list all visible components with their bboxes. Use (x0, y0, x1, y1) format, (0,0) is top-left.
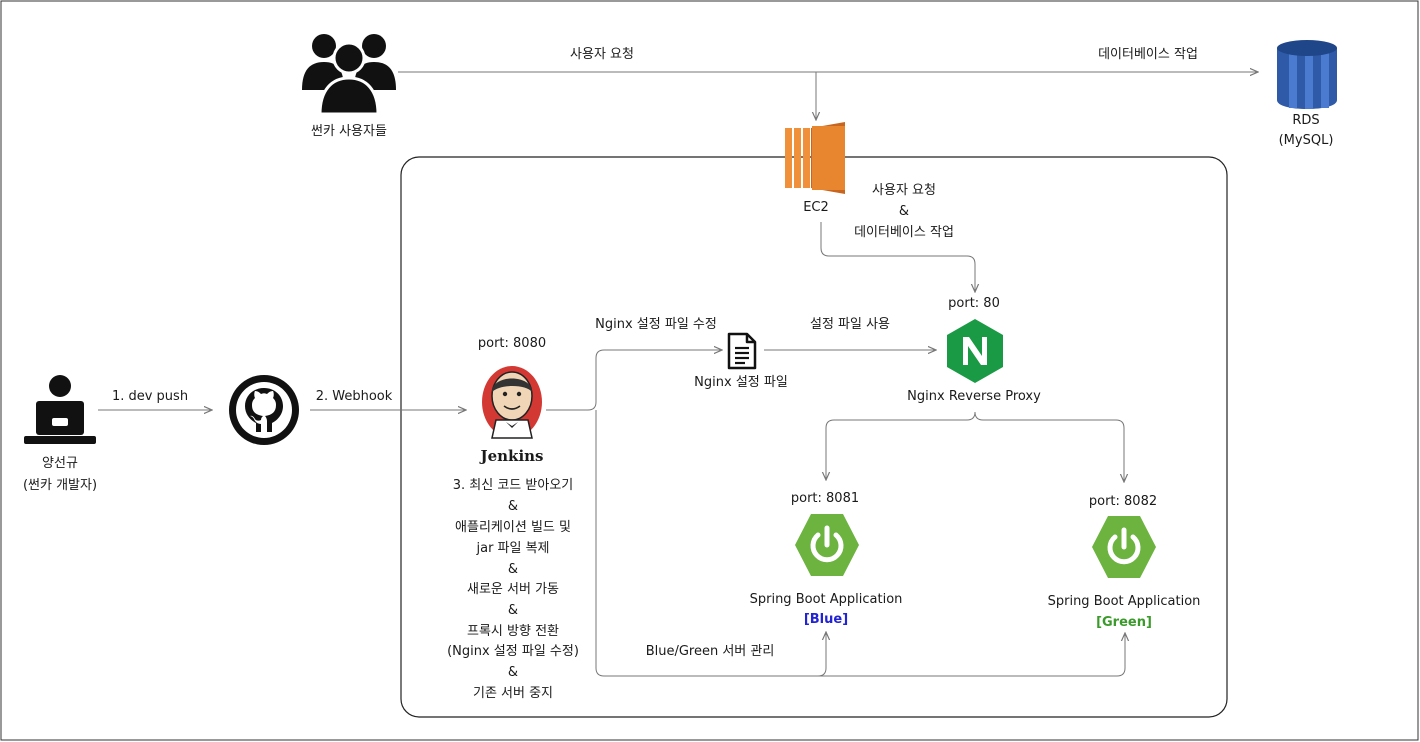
spring-blue-label: Spring Boot Application (749, 592, 903, 607)
jenkins-step-9: (Nginx 설정 파일 수정) (447, 644, 579, 659)
edge-label-dev-push: 1. dev push (111, 389, 189, 404)
jenkins-port: port: 8080 (477, 336, 547, 351)
spring-power-icon (795, 514, 859, 576)
spring-green-port: port: 8082 (1088, 494, 1158, 509)
spring-green-label: Spring Boot Application (1047, 594, 1201, 609)
edge-label-ec2-nginx-3: 데이터베이스 작업 (854, 225, 954, 240)
jenkins-name: Jenkins (480, 447, 544, 465)
jenkins-step-7: & (507, 603, 519, 618)
jenkins-step-3: 애플리케이션 빌드 및 (455, 520, 571, 535)
users-label: 썬카 사용자들 (311, 124, 387, 139)
spring-power-icon (1092, 516, 1156, 578)
edge-label-ec2-nginx-2: & (898, 204, 910, 219)
edge-label-db-work: 데이터베이스 작업 (1098, 47, 1198, 62)
nginx-icon (947, 319, 1003, 383)
ec2-label: EC2 (803, 200, 829, 215)
spring-blue-tag: [Blue] (803, 612, 849, 627)
developer-label-line1: 양선규 (42, 456, 78, 471)
developer-laptop-icon (24, 375, 96, 444)
jenkins-step-4: jar 파일 복제 (476, 541, 550, 556)
jenkins-step-8: 프록시 방향 전환 (467, 624, 559, 639)
edge-ec2-to-nginx (820, 222, 975, 292)
edge-label-user-request: 사용자 요청 (570, 47, 634, 62)
jenkins-icon (482, 366, 542, 439)
nginx-port: port: 80 (948, 296, 1000, 311)
github-icon (229, 375, 299, 445)
ec2-icon (785, 122, 845, 194)
jenkins-step-11: 기존 서버 중지 (472, 686, 554, 701)
spring-green-tag: [Green] (1096, 615, 1152, 630)
spring-blue-port: port: 8081 (790, 491, 860, 506)
jenkins-step-6: 새로운 서버 가동 (467, 582, 559, 597)
rds-label-line2: (MySQL) (1278, 133, 1334, 148)
jenkins-step-10: & (507, 665, 519, 680)
edge-label-blue-green: Blue/Green 서버 관리 (645, 644, 775, 659)
rds-database-icon (1277, 40, 1337, 109)
users-group-icon (302, 34, 396, 116)
edge-label-ec2-nginx-1: 사용자 요청 (872, 183, 936, 198)
rds-label-line1: RDS (1292, 113, 1320, 128)
edge-label-nginx-conf-edit: Nginx 설정 파일 수정 (595, 317, 717, 332)
nginx-label: Nginx Reverse Proxy (907, 389, 1041, 404)
edge-jenkins-to-blue (817, 632, 826, 677)
edge-label-use-conf: 설정 파일 사용 (809, 317, 891, 332)
edge-jenkins-to-green (595, 410, 1125, 677)
jenkins-step-1: 3. 최신 코드 받아오기 (452, 478, 574, 493)
document-icon (727, 332, 757, 370)
edge-nginx-to-blue (826, 411, 976, 480)
developer-label-line2: (썬카 개발자) (22, 478, 98, 493)
nginx-conf-label: Nginx 설정 파일 (694, 375, 788, 390)
edge-jenkins-to-conf (546, 350, 722, 411)
jenkins-step-5: & (507, 562, 519, 577)
edge-nginx-to-green (974, 411, 1124, 482)
jenkins-step-2: & (507, 499, 519, 514)
edge-label-webhook: 2. Webhook (315, 389, 393, 404)
